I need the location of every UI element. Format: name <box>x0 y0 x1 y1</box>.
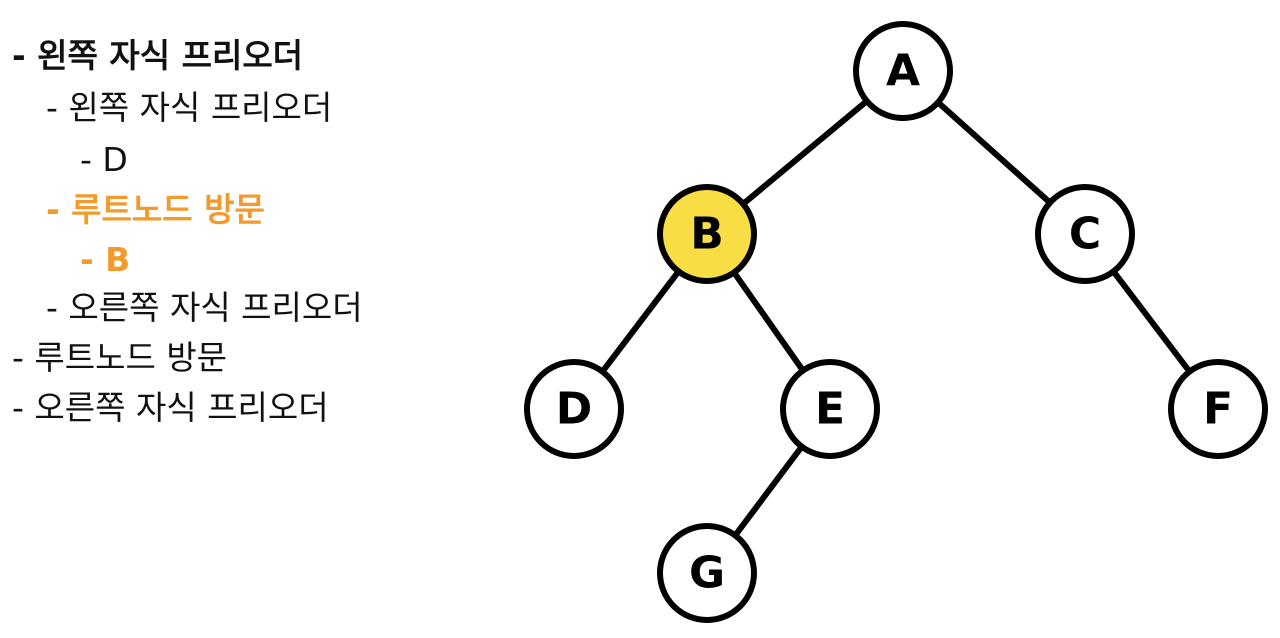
node-circle-d <box>524 359 624 459</box>
step-line-1: - 왼쪽 자식 프리오더 <box>12 36 304 75</box>
node-circle-b <box>657 184 757 284</box>
tree-node-c: C <box>1035 184 1135 284</box>
node-circle-a <box>853 21 953 121</box>
step-line-2: - 왼쪽 자식 프리오더 <box>46 88 333 127</box>
step-line-8: - 오른쪽 자식 프리오더 <box>12 388 329 427</box>
node-label-a: A <box>886 46 920 97</box>
tree-node-b: B <box>657 184 757 284</box>
tree-node-a: A <box>853 21 953 121</box>
step-line-7: - 루트노드 방문 <box>12 338 228 377</box>
node-label-f: F <box>1203 384 1233 435</box>
step-line-6: - 오른쪽 자식 프리오더 <box>46 288 363 327</box>
tree-node-d: D <box>524 359 624 459</box>
tree-node-g: G <box>657 523 757 623</box>
node-circle-f <box>1168 359 1268 459</box>
tree-nodes: A B C D E F G <box>524 21 1268 623</box>
node-label-g: G <box>689 548 725 599</box>
step-line-4: - 루트노드 방문 <box>46 190 265 229</box>
step-line-5: - B <box>80 240 131 279</box>
node-label-c: C <box>1069 209 1101 260</box>
node-label-b: B <box>690 209 724 260</box>
tree-edges <box>571 68 1221 575</box>
node-circle-g <box>657 523 757 623</box>
node-label-e: E <box>815 384 845 435</box>
node-label-d: D <box>556 384 593 435</box>
tree-node-e: E <box>780 359 880 459</box>
node-circle-c <box>1035 184 1135 284</box>
preorder-steps: - 왼쪽 자식 프리오더 - 왼쪽 자식 프리오더 - D - 루트노드 방문 - B -… <box>0 0 520 638</box>
tree-node-f: F <box>1168 359 1268 459</box>
step-line-3: - D <box>80 140 128 179</box>
node-circle-e <box>780 359 880 459</box>
